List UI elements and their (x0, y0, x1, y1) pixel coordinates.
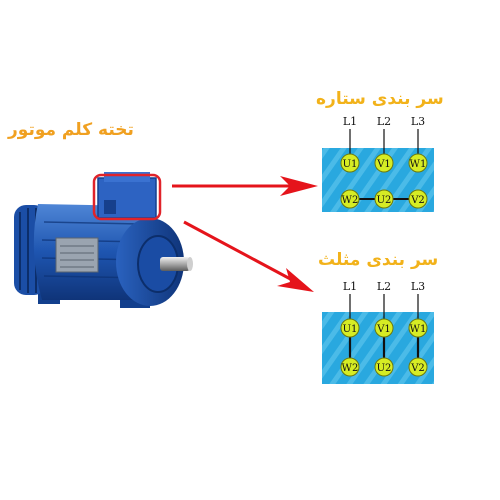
delta-connection-title: سر بندی مثلث (318, 250, 439, 270)
motor-shaft (160, 257, 190, 271)
arrow-to-delta (183, 220, 314, 292)
delta-line-l2: L2 (377, 280, 391, 293)
star-line-l1: L1 (343, 115, 357, 128)
arrow-head-delta (277, 268, 314, 292)
svg-text:V1: V1 (376, 324, 391, 335)
delta-terminal-v1: V1 (374, 318, 394, 338)
star-line-l3: L3 (411, 115, 425, 128)
delta-terminal-v2: V2 (408, 357, 428, 377)
svg-text:W2: W2 (342, 363, 359, 374)
cable-gland (104, 200, 116, 214)
electric-motor-image (14, 172, 193, 308)
svg-text:U2: U2 (377, 195, 392, 206)
star-terminal-w1: W1 (408, 153, 428, 173)
star-connection-title: سر بندی ستاره (316, 89, 444, 109)
star-line-l2: L2 (377, 115, 391, 128)
svg-text:W1: W1 (410, 159, 427, 170)
svg-text:U1: U1 (343, 159, 358, 170)
svg-text:U2: U2 (377, 363, 392, 374)
star-terminal-u2: U2 (374, 189, 394, 209)
delta-connection-diagram: L1 L2 L3 U1 V1 W1 W2 U2 V2 (322, 280, 434, 384)
delta-terminal-u2: U2 (374, 357, 394, 377)
nameplate-lines (60, 245, 94, 268)
motor-terminal-box-label: تخته کلم موتور (8, 120, 134, 140)
star-connection-diagram: L1 L2 L3 U1 V1 W1 W2 U2 V2 (322, 115, 434, 212)
svg-text:W1: W1 (410, 324, 427, 335)
svg-text:W2: W2 (342, 195, 359, 206)
delta-line-l3: L3 (411, 280, 425, 293)
star-terminal-w2: W2 (340, 189, 360, 209)
svg-text:V2: V2 (410, 195, 425, 206)
svg-text:V2: V2 (410, 363, 425, 374)
svg-text:V1: V1 (376, 159, 391, 170)
delta-terminal-w1: W1 (408, 318, 428, 338)
delta-line-l1: L1 (343, 280, 357, 293)
star-terminal-v1: V1 (374, 153, 394, 173)
terminal-box-highlight (92, 173, 162, 221)
delta-terminal-w2: W2 (340, 357, 360, 377)
delta-terminal-u1: U1 (340, 318, 360, 338)
arrow-head-star (280, 176, 318, 196)
arrow-to-star (172, 176, 318, 196)
star-terminal-u1: U1 (340, 153, 360, 173)
motor-nameplate (55, 237, 99, 273)
svg-text:U1: U1 (343, 324, 358, 335)
star-terminal-v2: V2 (408, 189, 428, 209)
